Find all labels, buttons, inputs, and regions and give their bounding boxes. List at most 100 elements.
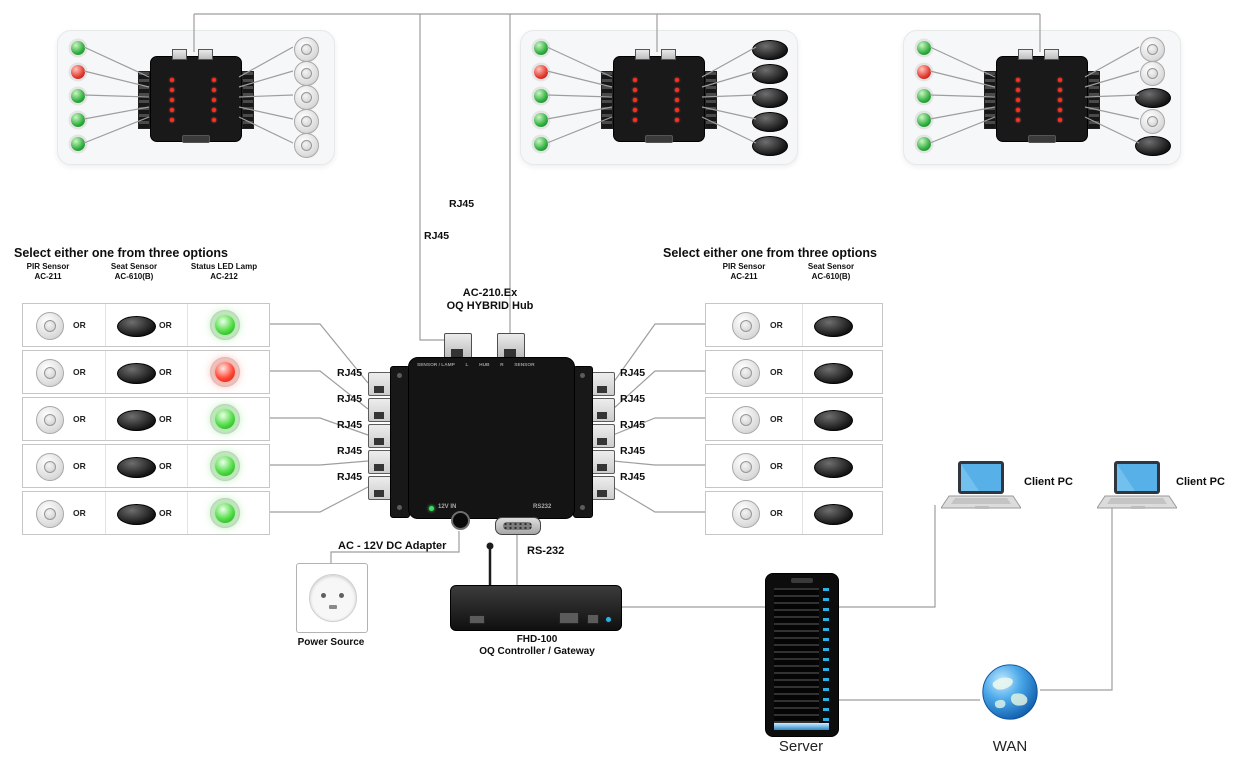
or-label: OR (159, 461, 172, 471)
pir-sensor-icon (732, 500, 760, 528)
hub-power-text: 12V IN (438, 504, 457, 510)
option-row-right: OR (705, 444, 883, 488)
client-pc-label: Client PC (1024, 476, 1073, 488)
rj45-jack-icon (591, 398, 615, 422)
led-dot-icon (212, 78, 216, 82)
led-dot-icon (212, 118, 216, 122)
serial-port-icon (182, 135, 210, 143)
status-led-lamp-icon (210, 498, 240, 528)
led-dot-icon (1016, 98, 1020, 102)
led-dot-icon (633, 78, 637, 82)
wan-globe-icon (982, 664, 1038, 720)
gateway-port (587, 614, 599, 624)
jack-slot (374, 464, 384, 471)
header-line: AC-211 (730, 271, 758, 281)
pir-sensor-icon (294, 109, 319, 134)
power-source-label: Power Source (297, 637, 365, 648)
seat-sensor-icon (814, 410, 853, 431)
gateway-label: FHD-100 OQ Controller / Gateway (448, 634, 626, 658)
green-status-led-icon (71, 41, 85, 55)
rj45-jack-icon (591, 372, 615, 396)
pir-sensor-icon (294, 37, 319, 62)
lamp-core-icon (215, 503, 235, 523)
led-dot-icon (675, 108, 679, 112)
header-line: AC-212 (210, 271, 238, 281)
header-line: Status LED Lamp (190, 262, 258, 271)
led-dot-icon (633, 98, 637, 102)
rj45-label: RJ45 (620, 471, 646, 483)
pir-lens-icon (1146, 67, 1159, 80)
led-dot-icon (1016, 118, 1020, 122)
jack-slot (597, 386, 607, 393)
rj45-jack-icon (591, 476, 615, 500)
or-label: OR (73, 320, 86, 330)
pir-sensor-icon (732, 359, 760, 387)
hub-header-text: R (500, 363, 504, 368)
hub-header-text: SENSOR (514, 363, 535, 368)
seat-sensor-icon (1135, 88, 1171, 108)
server-label: Server (778, 738, 824, 755)
column-header-pir: PIR Sensor AC-211 (704, 262, 784, 281)
serial-db9-icon (495, 517, 541, 535)
led-dot-icon (170, 118, 174, 122)
led-dot-icon (675, 118, 679, 122)
seat-sensor-icon (117, 316, 156, 337)
rj45-port-icon (497, 333, 525, 360)
mounting-flange-right (573, 366, 593, 518)
rj45-label: RJ45 (337, 393, 363, 405)
rj45-jack-icon (368, 372, 392, 396)
led-dot-icon (1016, 108, 1020, 112)
pir-lens-icon (739, 413, 753, 427)
header-line: PIR Sensor (26, 262, 70, 271)
pir-lens-icon (300, 115, 313, 128)
pir-lens-icon (300, 139, 313, 152)
jack-slot (597, 490, 607, 497)
mini-hub-device (150, 56, 242, 142)
pir-sensor-icon (36, 453, 64, 481)
rj45-port-icon (661, 49, 676, 60)
rs232-label: RS-232 (527, 545, 565, 557)
seat-sensor-icon (117, 457, 156, 478)
red-status-led-icon (917, 65, 931, 79)
led-dot-icon (170, 88, 174, 92)
outlet-hole (321, 593, 326, 598)
pir-lens-icon (739, 319, 753, 333)
rj45-jack-icon (591, 450, 615, 474)
rj45-jack-icon (368, 424, 392, 448)
power-led-icon (429, 506, 434, 511)
seat-sensor-icon (117, 363, 156, 384)
rj45-port-icon (635, 49, 650, 60)
gateway-device (450, 585, 622, 631)
wan-label: WAN (992, 738, 1028, 755)
or-label: OR (770, 461, 783, 471)
or-label: OR (159, 414, 172, 424)
green-status-led-icon (71, 137, 85, 151)
rj45-label: RJ45 (337, 445, 363, 457)
green-status-led-icon (534, 89, 548, 103)
seat-sensor-icon (814, 363, 853, 384)
outlet-hole (339, 593, 344, 598)
seat-sensor-icon (117, 410, 156, 431)
green-status-led-icon (534, 41, 548, 55)
pir-lens-icon (739, 507, 753, 521)
pir-sensor-icon (732, 453, 760, 481)
pir-sensor-icon (294, 85, 319, 110)
column-divider (802, 304, 803, 346)
jack-slot (374, 412, 384, 419)
green-status-led-icon (534, 137, 548, 151)
seat-sensor-icon (1135, 136, 1171, 156)
laptop-icon (1097, 461, 1177, 509)
hub-label: AC-210.Ex OQ HYBRID Hub (405, 287, 575, 313)
green-status-led-icon (917, 113, 931, 127)
column-header-seat: Seat Sensor AC-610(B) (791, 262, 871, 281)
rj45-link-label: RJ45 (424, 230, 450, 242)
rj45-label: RJ45 (337, 471, 363, 483)
rj45-port-icon (172, 49, 187, 60)
led-dot-icon (170, 78, 174, 82)
column-divider (187, 398, 188, 440)
right-options-title: Select either one from three options (663, 246, 877, 260)
outlet-icon (309, 574, 357, 622)
